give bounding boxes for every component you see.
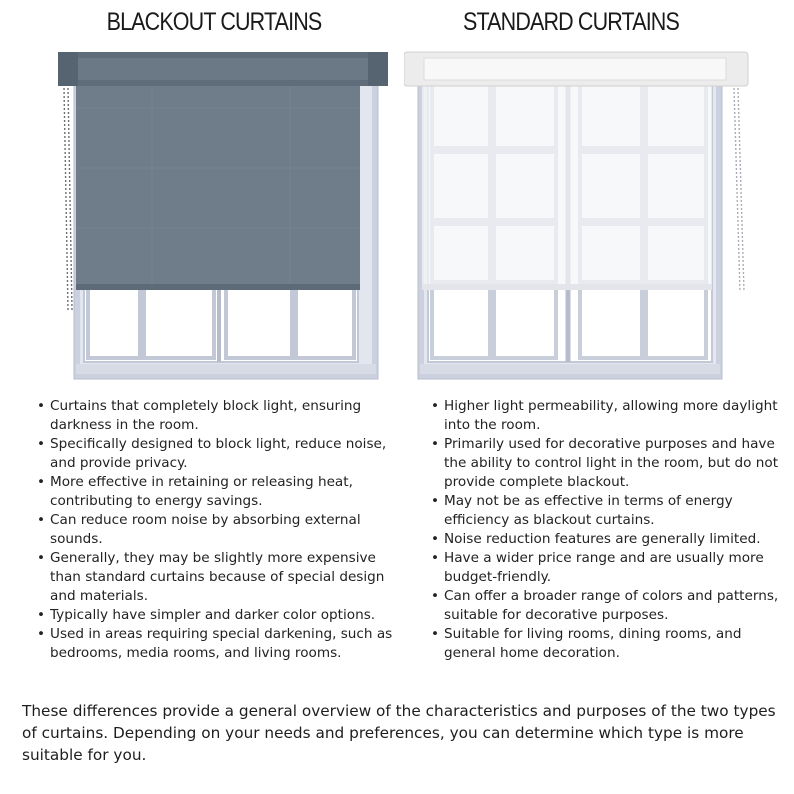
blackout-features-list: Curtains that completely block light, en… bbox=[36, 397, 396, 663]
standard-chain bbox=[733, 87, 745, 293]
list-item: Curtains that completely block light, en… bbox=[36, 397, 396, 435]
list-item: Primarily used for decorative purposes a… bbox=[430, 435, 780, 492]
standard-heading: STANDARD CURTAINS bbox=[463, 8, 680, 36]
list-item: Higher light permeability, allowing more… bbox=[430, 397, 780, 435]
standard-fabric bbox=[422, 68, 712, 290]
standard-features-list: Higher light permeability, allowing more… bbox=[430, 397, 780, 663]
list-item: Have a wider price range and are usually… bbox=[430, 549, 780, 587]
list-item: Noise reduction features are generally l… bbox=[430, 530, 780, 549]
list-item: Specifically designed to block light, re… bbox=[36, 435, 396, 473]
blackout-heading: BLACKOUT CURTAINS bbox=[106, 8, 323, 36]
list-item: Can offer a broader range of colors and … bbox=[430, 587, 780, 625]
list-item: Suitable for living rooms, dining rooms,… bbox=[430, 625, 780, 663]
blackout-curtain-illustration bbox=[58, 52, 388, 380]
list-item: More effective in retaining or releasing… bbox=[36, 473, 396, 511]
standard-curtain-illustration bbox=[404, 51, 749, 380]
blackout-fabric bbox=[76, 68, 360, 290]
list-item: Typically have simpler and darker color … bbox=[36, 606, 396, 625]
summary-paragraph: These differences provide a general over… bbox=[22, 702, 776, 764]
list-item: Used in areas requiring special darkenin… bbox=[36, 625, 396, 663]
blackout-chain bbox=[63, 87, 73, 311]
list-item: Generally, they may be slightly more exp… bbox=[36, 549, 396, 606]
list-item: May not be as effective in terms of ener… bbox=[430, 492, 780, 530]
list-item: Can reduce room noise by absorbing exter… bbox=[36, 511, 396, 549]
